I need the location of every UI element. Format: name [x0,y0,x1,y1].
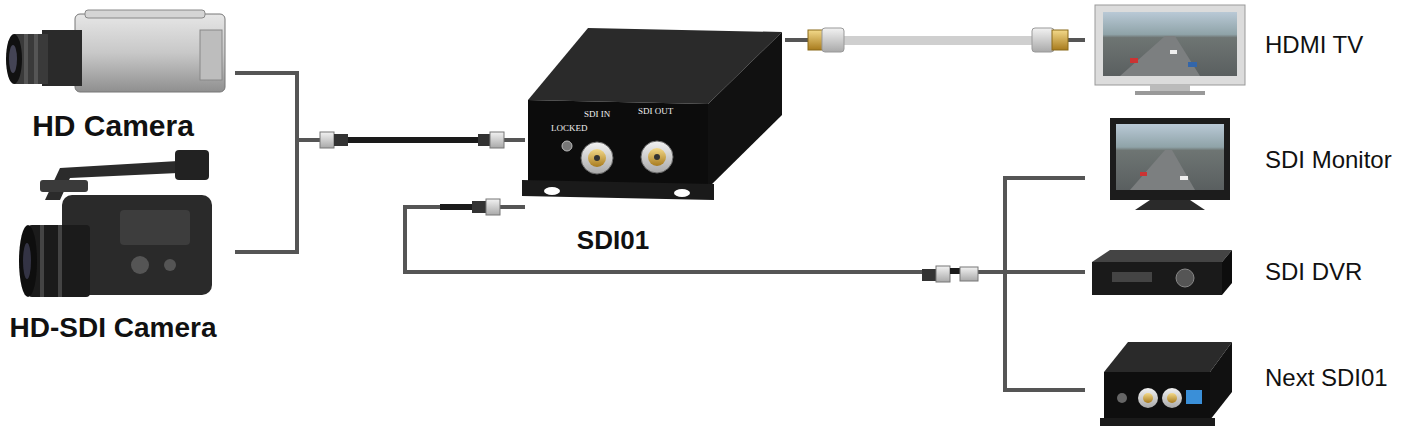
camera-node: HD-SDI Camera [5,150,235,345]
port-label: SDI IN [584,110,610,119]
device-label: Next SDI01 [1265,365,1388,391]
cable-connector [235,140,525,252]
port-label: SDI OUT [638,107,673,116]
cable-connector [235,73,525,140]
cable-connector [405,207,1085,390]
device-label: SDI Monitor [1265,147,1392,173]
tv-set [1095,5,1245,95]
camera-node: HD Camera [5,5,235,145]
display-node: SDI Monitor [1085,115,1415,215]
converter-box [1100,342,1232,426]
device-label: SDI DVR [1265,259,1362,285]
recorder-node: SDI DVR [1085,240,1415,305]
cable-connector [405,178,1085,272]
bnc-cable [320,132,504,148]
device-label: HD Camera [32,109,194,142]
converter-box [522,28,782,200]
device-label: SDI01 [577,226,649,255]
port-label: LOCKED [551,124,588,133]
camcorder [19,150,212,297]
device-label: HD-SDI Camera [10,313,217,344]
cable-connector [405,207,1085,272]
display-node: HDMI TV [1085,3,1415,95]
box-camera [6,10,225,92]
dvr-unit [1092,250,1232,295]
converter-node: SDI01 [525,15,785,260]
bnc-cable [440,199,978,282]
converter-node: Next SDI01 [1085,335,1415,430]
hdmi-cable [808,28,1068,52]
monitor [1110,118,1230,210]
device-label: HDMI TV [1265,32,1363,58]
